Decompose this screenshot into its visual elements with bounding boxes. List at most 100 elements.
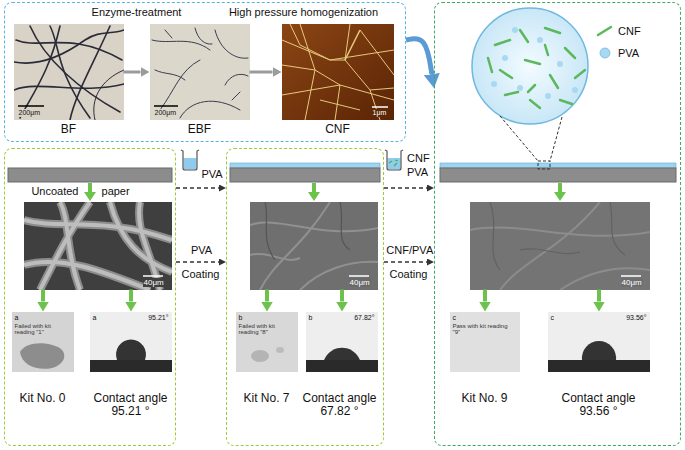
paper-substrate [230, 163, 380, 168]
micrograph-tile: 200μmEBF [150, 24, 250, 120]
bf-micrograph [30, 26, 120, 112]
paper-substrate [440, 168, 676, 182]
connector-arrow [483, 290, 487, 302]
legend-sample [596, 47, 614, 59]
magnified-coating [500, 70, 512, 78]
kit-test-photo [251, 350, 269, 362]
sem-image: 40μm [24, 202, 172, 290]
bf-micrograph [70, 26, 110, 120]
legend-item: CNF [596, 20, 641, 42]
afm-image [335, 85, 340, 120]
afm-image [315, 70, 340, 85]
afm-image [282, 24, 394, 120]
magnified-coating [502, 55, 508, 61]
edge-label: PVA Coating [182, 238, 221, 286]
process-arrow [558, 183, 562, 192]
ebf-micrograph [152, 40, 210, 50]
beaker-icon [388, 158, 401, 169]
afm-image [360, 30, 394, 75]
image-caption: BF [61, 123, 76, 137]
kit-test-image: cPass with kit reading "9" [450, 312, 520, 372]
contact-angle-photo [548, 312, 650, 372]
ebf-micrograph [215, 30, 248, 58]
bf-micrograph [14, 24, 124, 120]
connector-arrow [265, 290, 269, 302]
contact-angle-photo [306, 312, 378, 372]
scale-label: 200μm [18, 109, 42, 117]
process-panel: Enzyme-treatment High pressure homogeniza… [4, 2, 406, 142]
sem-micrograph [40, 202, 90, 290]
step-heading: Enzyme-treatment [92, 6, 182, 19]
legend: CNFPVA [596, 20, 641, 64]
connector-arrow [340, 290, 344, 302]
sem-micrograph [60, 202, 80, 290]
sem-micrograph [490, 202, 500, 270]
connector-arrow [384, 187, 427, 188]
ebf-micrograph [160, 60, 200, 110]
legend-item: PVA [596, 42, 641, 64]
sem-micrograph [260, 202, 330, 290]
scale-label: 40μm [143, 278, 165, 287]
result-caption: Contact angle 93.56 ° [557, 392, 641, 420]
process-arrow [308, 192, 320, 201]
magnified-coating [545, 28, 560, 33]
result-panel: Kit No. 7Contact angle 67.82 °40μmbFaile… [226, 148, 384, 446]
afm-image [282, 24, 394, 120]
panel-letter: b [239, 314, 243, 322]
image-caption: CNF [325, 123, 350, 137]
bf-micrograph [20, 26, 60, 118]
kit-reading: Failed with kit reading "1" [15, 323, 71, 337]
connector-arrow [124, 71, 141, 74]
magnified-coating [550, 75, 558, 88]
sem-micrograph [24, 220, 172, 240]
magnified-coating [495, 40, 510, 45]
magnified-coating [491, 81, 497, 87]
ebf-micrograph [152, 28, 248, 118]
magnified-coating [472, 8, 588, 169]
sem-micrograph [24, 202, 172, 290]
process-arrow [312, 183, 316, 192]
magnified-coating [545, 45, 548, 55]
bf-micrograph [14, 26, 124, 120]
ebf-micrograph [180, 101, 240, 118]
magnified-coating [512, 27, 518, 33]
layer-label: Uncoated paper [31, 185, 129, 198]
contact-angle-photo [324, 348, 360, 360]
sem-micrograph [340, 202, 350, 250]
angle-value: 95.21° [148, 314, 168, 322]
afm-image [300, 24, 315, 120]
image-caption: EBF [188, 123, 211, 137]
contact-angle-image: b67.82° [306, 312, 378, 372]
sem-micrograph [610, 202, 625, 255]
process-arrow [554, 192, 566, 201]
sem-micrograph [24, 202, 172, 290]
contact-angle-photo [116, 340, 146, 360]
step-heading: High pressure homogenization [229, 6, 378, 19]
contact-angle-photo [90, 312, 650, 372]
sem-micrograph [24, 220, 172, 240]
magnified-coating [557, 61, 563, 67]
scale-label: 40μm [621, 278, 643, 287]
panel-letter: c [551, 314, 555, 322]
result-caption: Contact angle 67.82 ° [300, 392, 380, 420]
sem-micrograph [265, 202, 275, 260]
beaker-icon [184, 158, 197, 169]
solution-label: PVA [201, 168, 222, 181]
angle-value: 93.56° [626, 314, 646, 322]
sem-micrograph [300, 262, 378, 290]
magnified-coating [500, 116, 538, 161]
bf-micrograph [18, 105, 44, 107]
ebf-micrograph [150, 24, 250, 120]
contact-angle-photo [582, 341, 616, 360]
afm-image [345, 30, 360, 60]
ebf-micrograph [150, 24, 250, 120]
afm-image [282, 24, 394, 120]
magnified-coating [520, 30, 528, 42]
bf-micrograph [14, 24, 124, 120]
kit-test-photo [450, 312, 520, 372]
scale-label: 200μm [154, 109, 178, 117]
bf-micrograph [14, 30, 124, 63]
connector-arrow [250, 71, 273, 74]
sem-micrograph [470, 228, 650, 236]
